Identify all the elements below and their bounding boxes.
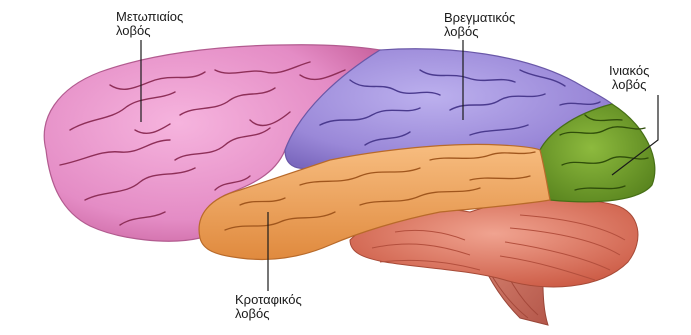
- label-occipital-line1: Ινιακός: [609, 64, 649, 78]
- label-parietal-line1: Βρεγματικός: [444, 11, 515, 25]
- label-occipital-lobe: Ινιακός λοβός: [609, 64, 649, 92]
- label-frontal-line2: λοβός: [116, 24, 183, 38]
- label-occipital-line2: λοβός: [609, 78, 649, 92]
- label-temporal-line2: λοβός: [235, 307, 302, 321]
- label-frontal-line1: Μετωπιαίος: [116, 10, 183, 24]
- label-temporal-lobe: Κροταφικός λοβός: [235, 293, 302, 321]
- label-parietal-line2: λοβός: [444, 25, 515, 39]
- label-parietal-lobe: Βρεγματικός λοβός: [444, 11, 515, 39]
- label-frontal-lobe: Μετωπιαίος λοβός: [116, 10, 183, 38]
- label-temporal-line1: Κροταφικός: [235, 293, 302, 307]
